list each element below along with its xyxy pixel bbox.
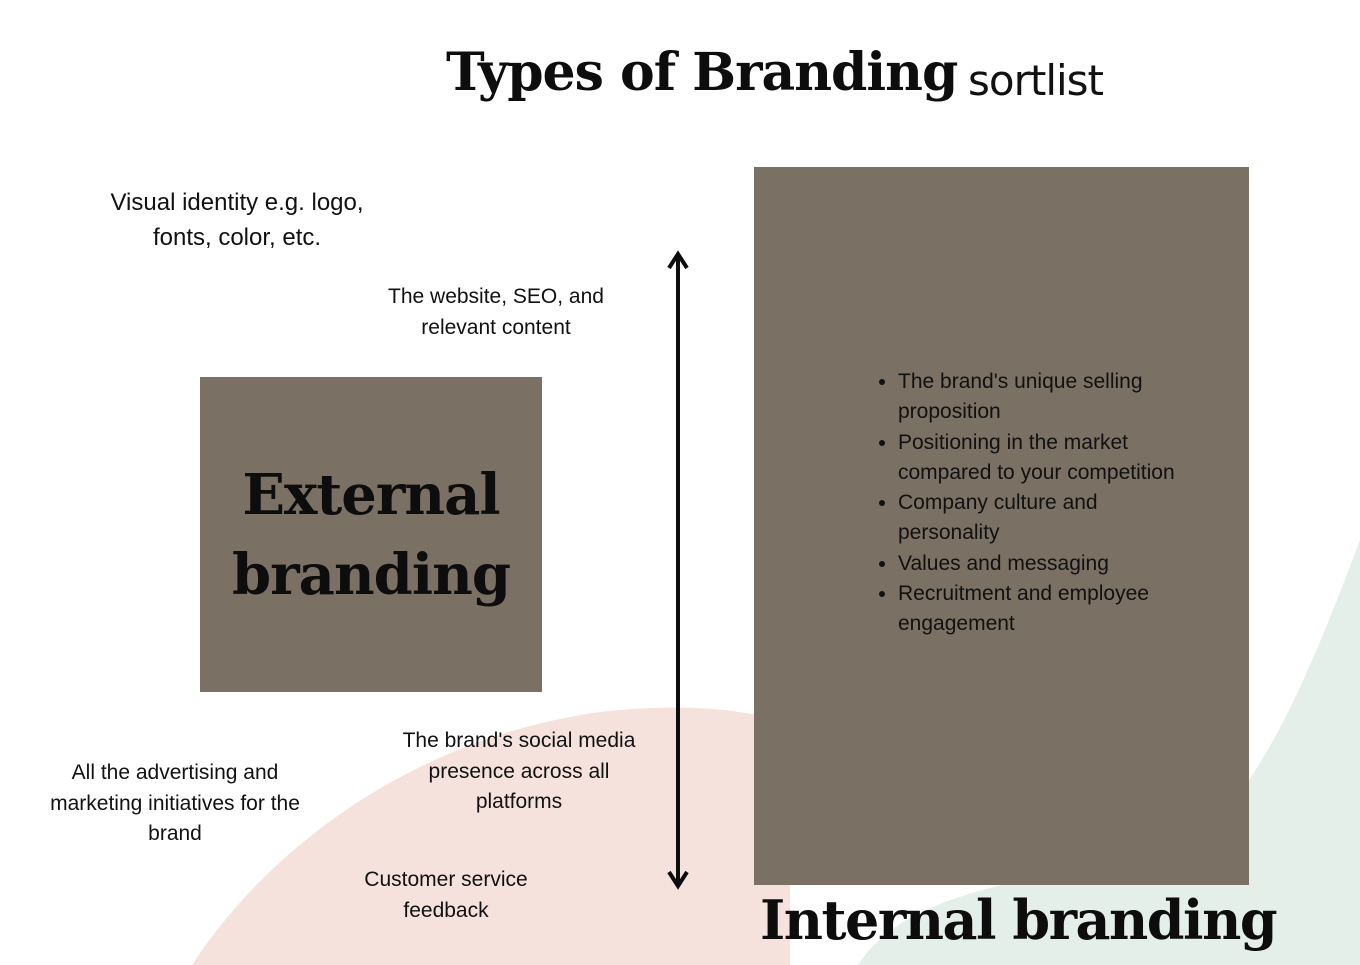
list-item: Recruitment and employee engagement (898, 579, 1188, 640)
note-social-media: The brand's social media presence across… (402, 729, 636, 813)
list-item: Positioning in the market compared to yo… (898, 428, 1188, 489)
page-title: Types of Branding (446, 42, 958, 103)
internal-branding-label: Internal branding (760, 888, 1278, 952)
external-branding-box: External branding (200, 377, 542, 692)
pink-blob-shape (192, 707, 790, 965)
external-branding-label: External branding (232, 461, 511, 608)
double-arrow-icon (667, 250, 689, 890)
list-item: The brand's unique selling proposition (898, 367, 1188, 428)
note-customer-service: Customer service feedback (364, 868, 528, 922)
list-item: Values and messaging (898, 549, 1188, 579)
note-visual-identity: Visual identity e.g. logo, fonts, color,… (110, 189, 364, 251)
internal-branding-box: The brand's unique selling proposition P… (754, 167, 1249, 885)
note-advertising: All the advertising and marketing initia… (50, 761, 300, 845)
list-item: Company culture and personality (898, 488, 1188, 549)
internal-branding-list: The brand's unique selling proposition P… (866, 367, 1188, 640)
sortlist-logo: sortlist (968, 56, 1104, 105)
note-website: The website, SEO, and relevant content (388, 285, 604, 339)
